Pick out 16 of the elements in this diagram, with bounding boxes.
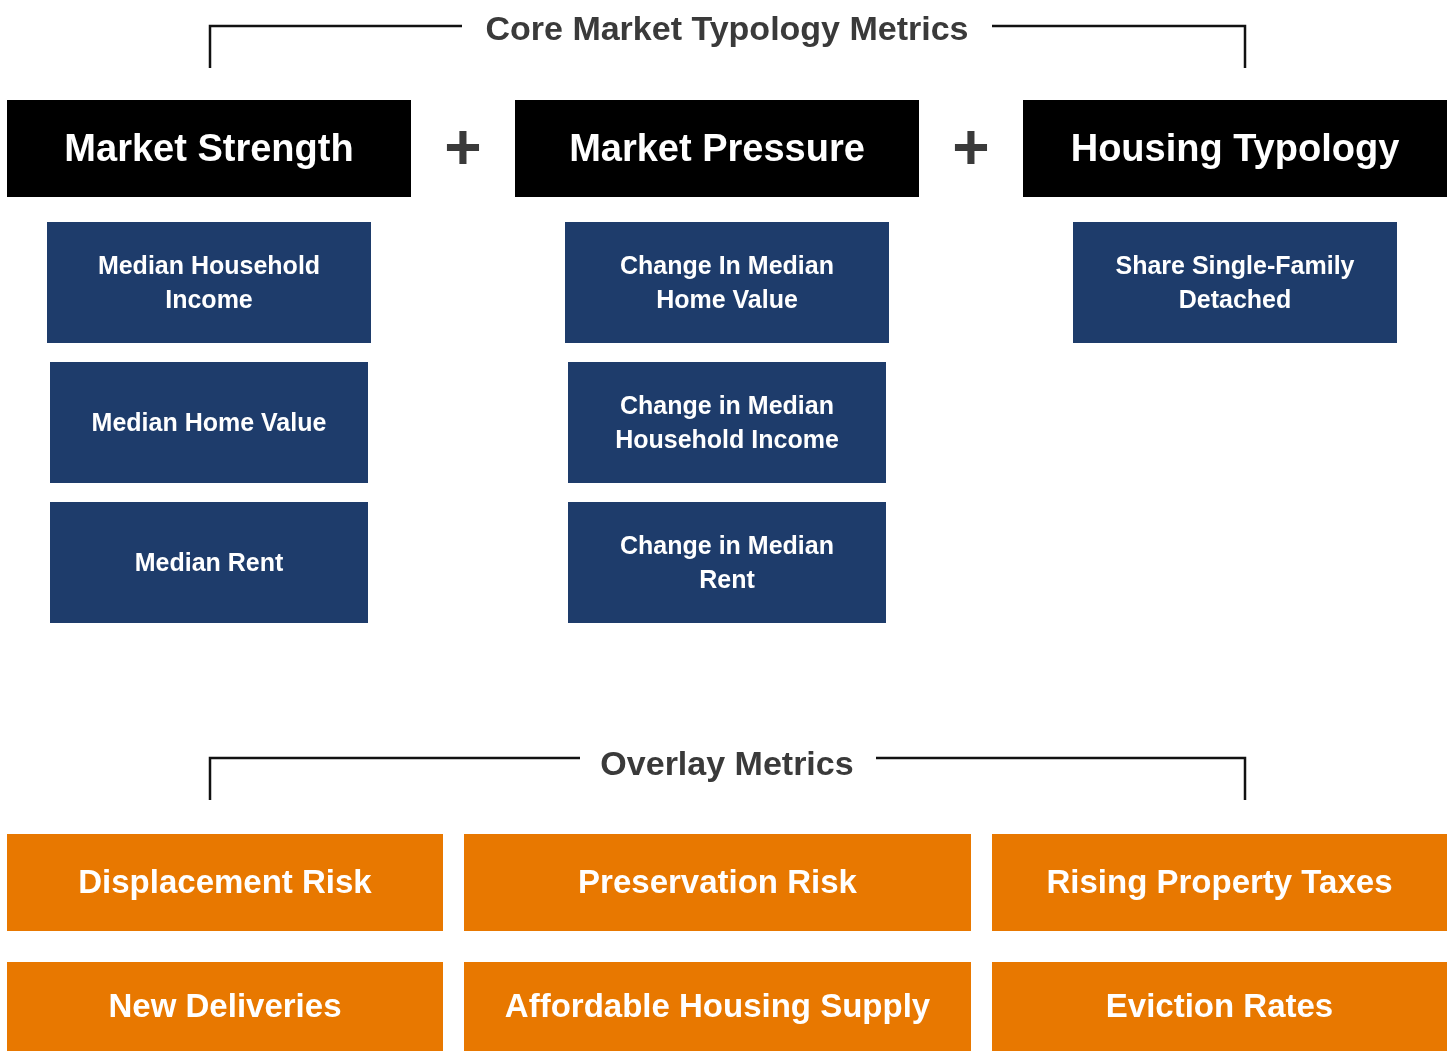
category-header: Market Strength [7, 100, 411, 197]
overlay-tile: Displacement Risk [7, 834, 443, 931]
metric-tile: Change in Median Household Income [568, 362, 886, 483]
category-header: Market Pressure [515, 100, 919, 197]
overlay-tile: Preservation Risk [464, 834, 971, 931]
overlay-tile: Eviction Rates [992, 962, 1447, 1051]
metric-tile: Median Home Value [50, 362, 368, 483]
overlay-tile: Affordable Housing Supply [464, 962, 971, 1051]
overlay-tile: New Deliveries [7, 962, 443, 1051]
metric-tile: Median Household Income [47, 222, 371, 343]
metric-tile: Change In Median Home Value [565, 222, 889, 343]
category-header: Housing Typology [1023, 100, 1447, 197]
metric-tile: Median Rent [50, 502, 368, 623]
metric-tile: Change in Median Rent [568, 502, 886, 623]
metric-tile: Share Single-Family Detached [1073, 222, 1397, 343]
overlay-tile: Rising Property Taxes [992, 834, 1447, 931]
